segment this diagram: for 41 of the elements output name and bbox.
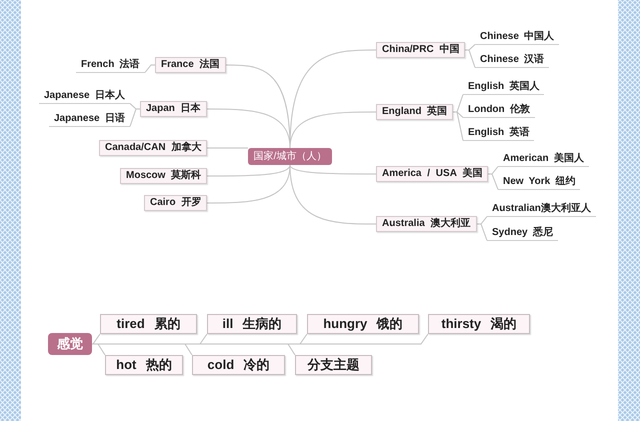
topic-box: Cairo 开罗 [144, 195, 208, 211]
connector-line [206, 164, 290, 176]
topic-box: Canada/CAN 加拿大 [99, 140, 208, 156]
connector-line [92, 334, 100, 344]
connector-line [130, 108, 140, 127]
topic-box: England 英国 [376, 104, 454, 120]
connector-line [488, 174, 498, 190]
topic-box: thirsty 渴的 [428, 314, 530, 334]
topic-box: hot 热的 [105, 355, 183, 375]
subtopic-label: Chinese 汉语 [475, 54, 550, 68]
topic-box: ill 生病的 [207, 314, 297, 334]
connector-line [290, 164, 376, 174]
subtopic-label: Chinese 中国人 [475, 31, 560, 45]
topic-box: 分支主题 [295, 355, 372, 375]
topic-box: China/PRC 中国 [376, 42, 466, 58]
subtopic-label: American 美国人 [498, 153, 589, 167]
topic-box: Moscow 莫斯科 [120, 168, 208, 184]
subtopic-label: Japanese 日本人 [39, 90, 130, 104]
topic-box: Japan 日本 [140, 101, 207, 117]
topic-box: America / USA 美国 [376, 166, 488, 182]
topic-box: tired 累的 [100, 314, 197, 334]
connector-line [290, 164, 376, 224]
topic-box: hungry 饿的 [307, 314, 419, 334]
central-topic: 感觉 [48, 333, 92, 355]
subtopic-label: London 伦敦 [463, 104, 535, 118]
connector-line [452, 112, 464, 141]
topic-box: France 法国 [155, 57, 226, 73]
subtopic-label: Japanese 日语 [49, 113, 130, 127]
subtopic-label: French 法语 [76, 59, 145, 73]
subtopic-label: English 英语 [463, 127, 534, 141]
connector-line [476, 224, 488, 241]
connector-line [464, 50, 476, 68]
connector-line [290, 112, 376, 148]
central-topic: 国家/城市（人） [248, 148, 332, 165]
subtopic-label: Australian澳大利亚人 [487, 203, 596, 217]
topic-box: Australia 澳大利亚 [376, 216, 477, 232]
connector-line [144, 64, 156, 73]
subtopic-label: English 英国人 [463, 81, 544, 95]
topic-box: cold 冷的 [192, 355, 285, 375]
subtopic-label: Sydney 悉尼 [487, 227, 558, 241]
subtopic-label: New York 纽约 [498, 176, 580, 190]
